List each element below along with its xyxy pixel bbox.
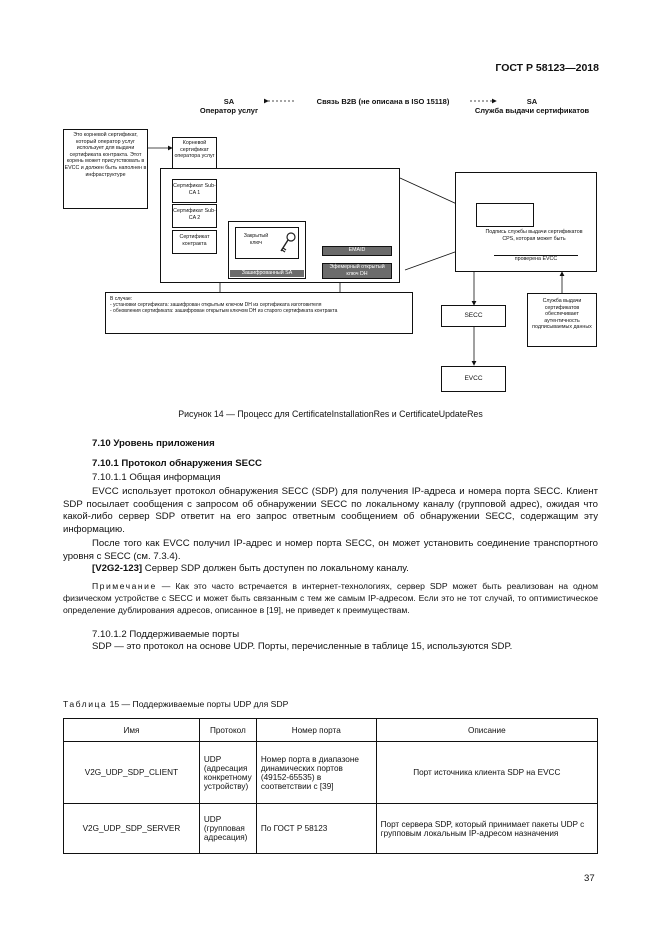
paragraph-1: EVCC использует протокол обнаружения SEC… [63, 486, 598, 535]
table-caption-text: 15 — Поддерживаемые порты UDP для SDP [107, 699, 289, 709]
page-number: 37 [584, 873, 595, 884]
evcc-check-label: проверена EVCC [494, 255, 578, 263]
case-note-title: В случае: [110, 296, 133, 302]
table-row: V2G_UDP_SDP_CLIENT UDP (адресация конкре… [63, 741, 599, 804]
table-header-row: Имя Протокол Номер порта Описание [63, 718, 599, 742]
ports-table: Имя Протокол Номер порта Описание V2G_UD… [63, 718, 599, 854]
col-port-header: Номер порта [255, 718, 377, 742]
cell-port: Номер порта в диапазоне динамических пор… [255, 741, 377, 804]
paragraph-2: После того как EVCC получил IP-адрес и н… [63, 538, 598, 562]
section-7-10-1-2: 7.10.1.2 Поддерживаемые порты [92, 629, 240, 640]
note-text: — Как это часто встречается в интернет-т… [63, 581, 598, 615]
cell-port: По ГОСТ Р 58123 [255, 803, 377, 854]
requirement: [V2G2-123] Сервер SDP должен быть доступ… [92, 563, 598, 576]
right-sa-title: Служба выдачи сертификатов [474, 106, 590, 115]
table-row: V2G_UDP_SDP_SERVER UDP (групповая адреса… [63, 803, 599, 854]
cps-box: Подпись службы выдачи сертификатов CPS, … [455, 172, 597, 272]
note-label: Примечание [92, 581, 157, 591]
ephemeral-key-box: Эфемерный открытый ключ DH [322, 263, 392, 279]
right-sa-label: SA [526, 97, 538, 106]
requirement-text: Сервер SDP должен быть доступен по локал… [142, 563, 409, 574]
cell-protocol: UDP (групповая адресация) [198, 803, 257, 854]
figure-caption: Рисунок 14 — Процесс для CertificateInst… [178, 409, 483, 419]
document-id: ГОСТ Р 58123—2018 [495, 62, 599, 74]
root-cert-note: Это корневой сертификат, который операто… [63, 129, 148, 209]
cell-name: V2G_UDP_SDP_SERVER [63, 803, 200, 854]
note: Примечание — Как это часто встречается в… [63, 580, 598, 616]
cell-description: Порт источника клиента SDP на EVCC [375, 741, 599, 804]
section-7-10-1: 7.10.1 Протокол обнаружения SECC [92, 458, 262, 469]
section-7-10: 7.10 Уровень приложения [92, 438, 215, 449]
left-sa-heading: SA Оператор услуг [194, 97, 264, 115]
col-name-header: Имя [63, 718, 200, 742]
b2b-heading: Связь B2B (не описана в ISO 15118) [316, 97, 450, 106]
key-icon [280, 232, 296, 253]
secc-box: SECC [441, 305, 506, 327]
contract-cert-box: Сертификат контракта [172, 230, 217, 254]
cell-protocol: UDP (адресация конкретному устройству) [198, 741, 257, 804]
cell-name: V2G_UDP_SDP_CLIENT [63, 741, 200, 804]
sub-ca2-box: Сертификат Sub-CA 2 [172, 204, 217, 228]
private-key-box: Закрытый ключ [235, 227, 299, 259]
paragraph-3: SDP — это протокол на основе UDP. Порты,… [92, 641, 513, 652]
cps-auth-note: Служба выдачи сертификатов обеспечивает … [527, 293, 597, 347]
cell-description: Порт сервера SDP, который принимает паке… [375, 803, 599, 854]
case-note-line1: - установки сертификата: зашифрован откр… [110, 302, 322, 309]
emaid-box: EMAID [322, 246, 392, 256]
cps-signature-box [476, 203, 534, 227]
case-note-line2: - обновления сертификата: зашифрован отк… [110, 308, 338, 315]
case-note: В случае: - установки сертификата: зашиф… [105, 292, 413, 334]
col-protocol-header: Протокол [198, 718, 257, 742]
cps-signature-note: Подпись службы выдачи сертификатов CPS, … [485, 229, 583, 242]
private-key-label: Закрытый ключ [243, 233, 269, 246]
sub-ca1-box: Сертификат Sub-CA 1 [172, 179, 217, 203]
requirement-id: [V2G2-123] [92, 563, 143, 574]
right-sa-heading: SA Служба выдачи сертификатов [466, 97, 598, 115]
section-7-10-1-1: 7.10.1.1 Общая информация [92, 472, 221, 483]
evcc-box: EVCC [441, 366, 506, 392]
encrypted-sa-label: Зашифрованный SA [230, 270, 304, 277]
col-description-header: Описание [375, 718, 599, 742]
table-caption: Таблица 15 — Поддерживаемые порты UDP дл… [63, 699, 288, 709]
left-sa-label: SA [223, 97, 235, 106]
left-sa-title: Оператор услуг [199, 106, 259, 115]
table-caption-label: Таблица [63, 699, 108, 709]
